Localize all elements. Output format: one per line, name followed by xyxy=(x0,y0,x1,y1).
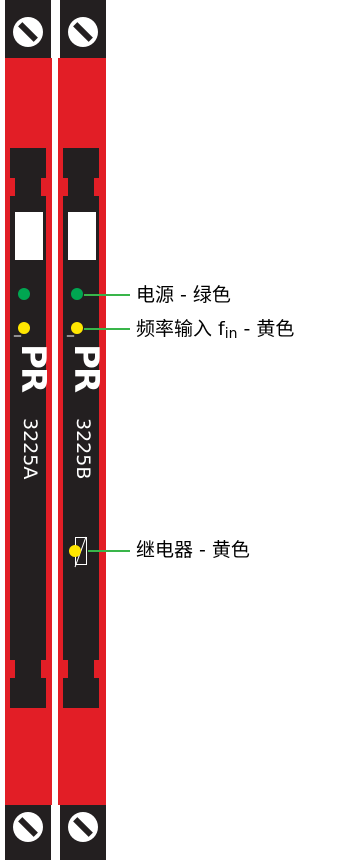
led-marker: _ xyxy=(67,321,74,337)
power-led xyxy=(71,288,83,300)
panel-notch xyxy=(10,178,15,196)
freq-label: 频率输入 fin - 黄色 xyxy=(136,317,294,346)
logo: PR xyxy=(66,344,106,392)
freq-label-sub: in xyxy=(224,326,238,342)
panel-notch xyxy=(94,178,99,196)
power-label: 电源 - 绿色 xyxy=(136,284,231,306)
panel-notch xyxy=(63,178,68,196)
panel-notch xyxy=(10,660,15,678)
led-marker: _ xyxy=(14,321,21,337)
relay-led xyxy=(69,545,81,557)
relay-label: 继电器 - 黄色 xyxy=(136,539,250,561)
model-label: 3225B xyxy=(72,418,94,480)
label-window xyxy=(68,212,96,260)
panel-notch xyxy=(63,660,68,678)
panel-notch xyxy=(41,660,46,678)
module-3225a: _ PR 3225A xyxy=(0,0,53,860)
top-screw-icon[interactable] xyxy=(68,17,98,47)
bottom-screw-icon[interactable] xyxy=(68,812,98,842)
power-led xyxy=(18,288,30,300)
signal-led xyxy=(71,322,83,334)
freq-label-suffix: - 黄色 xyxy=(237,318,295,340)
power-leader-line xyxy=(84,294,130,296)
relay-leader-line xyxy=(88,550,130,552)
panel-notch xyxy=(94,660,99,678)
signal-led xyxy=(18,322,30,334)
panel-notch xyxy=(41,178,46,196)
bottom-screw-icon[interactable] xyxy=(13,812,43,842)
freq-leader-line xyxy=(84,328,130,330)
top-screw-icon[interactable] xyxy=(13,17,43,47)
module-3225b: _ PR 3225B xyxy=(0,0,110,860)
freq-label-prefix: 频率输入 f xyxy=(136,318,225,340)
label-window xyxy=(15,212,43,260)
